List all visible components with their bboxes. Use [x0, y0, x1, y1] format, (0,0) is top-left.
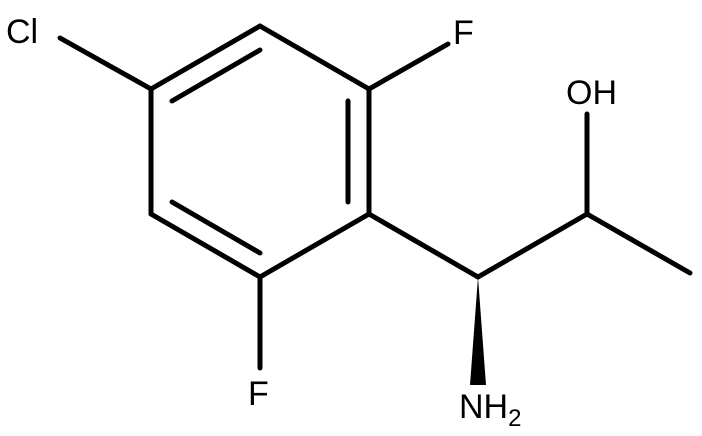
- bond-c-cl: [57, 35, 154, 92]
- wedge-bond-nh2: [470, 277, 486, 385]
- atom-label-oh: OH: [566, 74, 617, 112]
- ring-bond-top-left: [148, 23, 263, 92]
- ring-bond-bottom-right: [257, 211, 372, 280]
- atom-label-f-top: F: [453, 14, 474, 52]
- atom-label-nh: NH: [459, 388, 508, 426]
- ring-bond-top-right: [257, 23, 372, 92]
- ring-bond-bottom-left: [148, 211, 263, 280]
- atom-label-f-bottom: F: [248, 375, 269, 413]
- bond-chiral-c-choh: [475, 211, 590, 280]
- benzene-ring: [148, 23, 372, 280]
- bond-c-f-top: [366, 41, 451, 92]
- ring-double-bond-bottom-left: [169, 199, 263, 256]
- bond-ring-chiral-c: [366, 211, 481, 280]
- atom-label-nh2: NH2: [459, 388, 521, 432]
- atom-label-cl: Cl: [6, 13, 38, 51]
- ring-double-bond-top-left: [169, 47, 263, 104]
- bond-choh-methyl: [584, 211, 693, 276]
- atom-label-nh2-subscript: 2: [508, 405, 521, 432]
